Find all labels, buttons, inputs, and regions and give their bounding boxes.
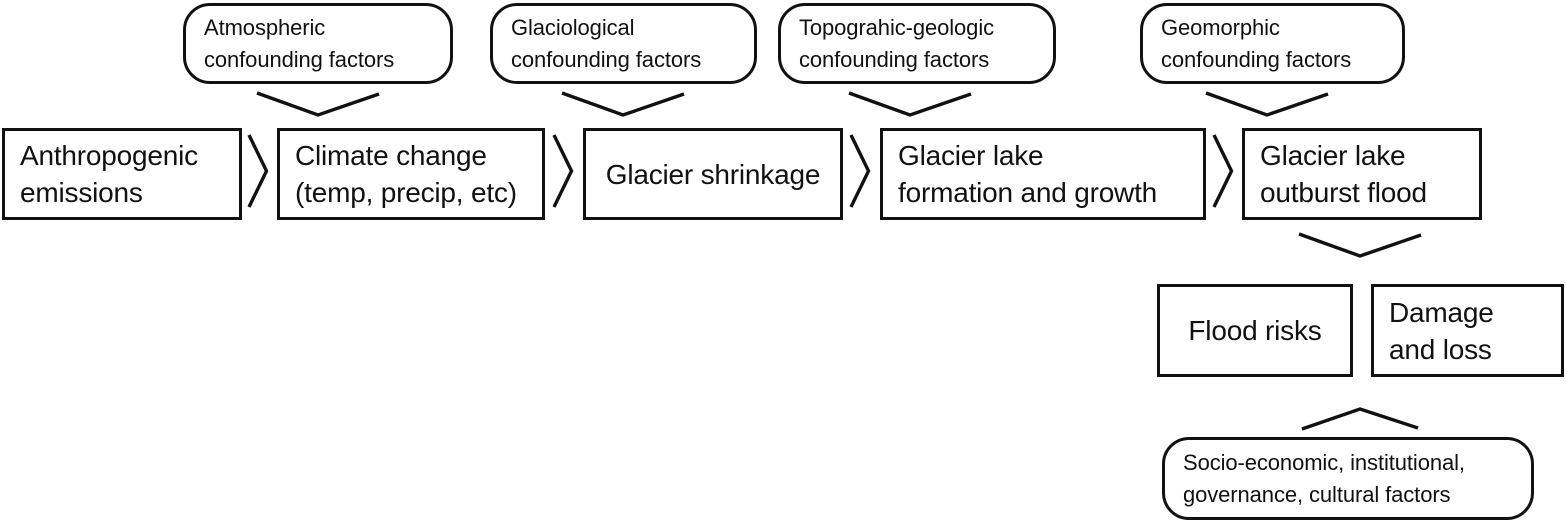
anthropogenic-emissions-label: Anthropogenic emissions: [20, 140, 198, 208]
glaciological-confounders-box: Glaciological confounding factors: [490, 3, 757, 84]
glacier-lake-outburst-flood-label: Glacier lake outburst flood: [1260, 140, 1427, 208]
chevron-right-icon: [247, 133, 269, 209]
glacier-lake-outburst-flood-box: Glacier lake outburst flood: [1242, 128, 1482, 220]
glaciological-confounders-label: Glaciological confounding factors: [511, 14, 702, 72]
socio-economic-factors-label: Socio-economic, institutional, governanc…: [1183, 449, 1465, 507]
climate-change-box: Climate change (temp, precip, etc): [277, 128, 545, 220]
geomorphic-confounders-label: Geomorphic confounding factors: [1161, 14, 1352, 72]
flood-risks-label: Flood risks: [1188, 315, 1322, 346]
chevron-down-icon: [255, 90, 381, 118]
chevron-down-icon: [560, 90, 686, 118]
flood-risks-box: Flood risks: [1157, 284, 1353, 377]
chevron-down-icon: [1297, 231, 1423, 259]
atmospheric-confounders-label: Atmospheric confounding factors: [204, 14, 395, 72]
glacier-lake-formation-box: Glacier lake formation and growth: [880, 128, 1206, 220]
topographic-geologic-confounders-box: Topograhic-geologic confounding factors: [778, 3, 1056, 84]
chevron-right-icon: [849, 133, 871, 209]
chevron-down-icon: [1204, 90, 1330, 118]
atmospheric-confounders-box: Atmospheric confounding factors: [183, 3, 453, 84]
anthropogenic-emissions-box: Anthropogenic emissions: [2, 128, 242, 220]
chevron-down-icon: [847, 90, 973, 118]
glacier-shrinkage-box: Glacier shrinkage: [583, 128, 843, 220]
climate-change-label: Climate change (temp, precip, etc): [295, 140, 517, 208]
damage-and-loss-label: Damage and loss: [1389, 296, 1494, 365]
chevron-up-icon: [1300, 406, 1420, 432]
chevron-right-icon: [552, 133, 574, 209]
glacier-lake-formation-label: Glacier lake formation and growth: [898, 140, 1158, 208]
chevron-right-icon: [1212, 133, 1234, 209]
glacier-shrinkage-label: Glacier shrinkage: [605, 158, 821, 190]
topographic-geologic-confounders-label: Topograhic-geologic confounding factors: [799, 14, 995, 72]
socio-economic-factors-box: Socio-economic, institutional, governanc…: [1162, 437, 1534, 520]
damage-and-loss-box: Damage and loss: [1371, 284, 1564, 377]
geomorphic-confounders-box: Geomorphic confounding factors: [1140, 3, 1405, 84]
